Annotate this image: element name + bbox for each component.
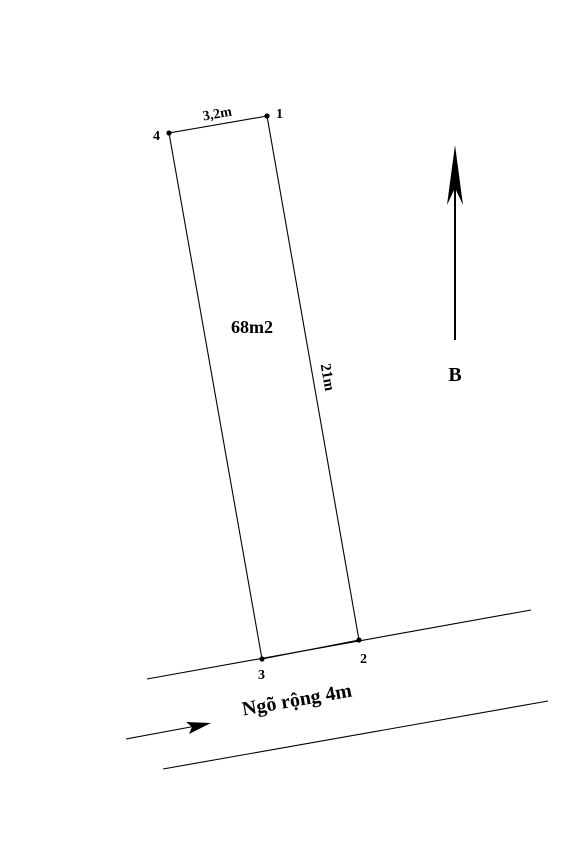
length-dimension-label: 21m <box>317 362 338 392</box>
north-label: B <box>448 364 461 386</box>
area-label: 68m2 <box>231 317 273 337</box>
vertex-marker-2 <box>356 637 362 643</box>
vertex-label-3: 3 <box>258 668 265 683</box>
vertex-label-4: 4 <box>153 129 160 144</box>
vertex-label-2: 2 <box>360 652 367 667</box>
vertex-marker-1 <box>264 113 270 119</box>
road-edge-upper <box>146 609 532 680</box>
road-direction-arrow-shaft <box>125 725 197 740</box>
width-dimension-label: 3,2m <box>202 105 234 125</box>
north-arrow-icon <box>447 145 463 205</box>
vertex-label-1: 1 <box>276 107 283 122</box>
road-direction-arrow-icon <box>186 722 211 734</box>
road-label: Ngõ rộng 4m <box>240 680 354 721</box>
vertex-marker-4 <box>166 130 172 136</box>
road-edge-lower <box>162 700 549 770</box>
